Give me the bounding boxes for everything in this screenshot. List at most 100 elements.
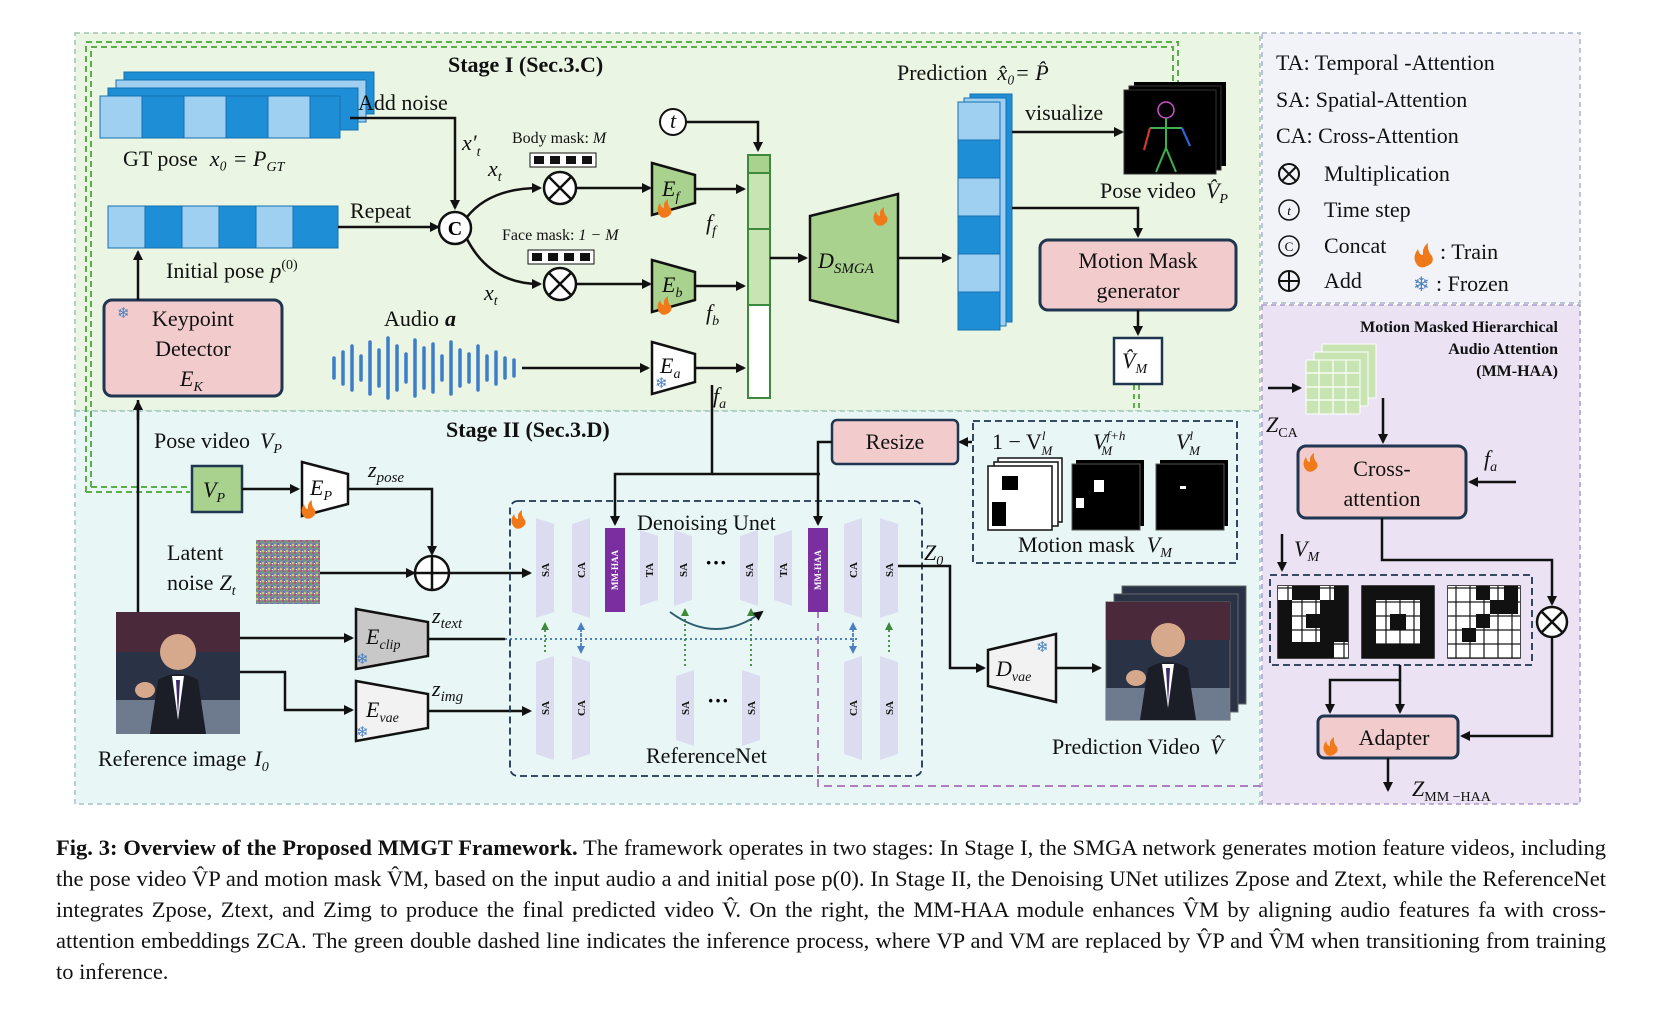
ep-fire-icon xyxy=(301,500,316,519)
legend-ca: CA: Cross-Attention xyxy=(1276,123,1459,148)
mask-grid-3 xyxy=(1447,585,1521,659)
unet-block-ta2-label: TA xyxy=(778,563,790,578)
legend-train: : Train xyxy=(1440,239,1498,264)
unet-block-sa3-label: SA xyxy=(744,563,756,577)
unet-container xyxy=(509,500,923,777)
concat-symbol: C xyxy=(448,218,462,240)
ztext-label: ztext xyxy=(431,603,463,632)
stage1-title: Stage I (Sec.3.C) xyxy=(448,52,603,77)
latent-noise-image xyxy=(256,540,320,604)
caption-body: The framework operates in two stages: In… xyxy=(56,835,1607,984)
eclip-label: Eclip xyxy=(365,624,400,653)
mmhaa-fa-label: fa xyxy=(1484,446,1497,475)
multiply-to-adapter-arrow xyxy=(1460,637,1554,741)
legend-frozen: : Frozen xyxy=(1436,271,1509,296)
unet-block-sa4 xyxy=(880,518,898,618)
mask-grid-1 xyxy=(1277,585,1349,659)
legend-timestep-icon xyxy=(1278,199,1300,221)
figure-caption: Fig. 3: Overview of the Proposed MMGT Fr… xyxy=(56,832,1606,987)
motion-mask-panel xyxy=(972,420,1238,564)
dvae-label: Dvae xyxy=(995,656,1031,685)
vm-hat-box xyxy=(1112,336,1164,386)
ref-block-sa4 xyxy=(880,656,898,760)
evae-encoder xyxy=(354,679,430,743)
keypoint-snowflake-icon: ❄ xyxy=(117,306,130,322)
vp-box xyxy=(190,464,244,514)
resize-label: Resize xyxy=(866,429,925,454)
add-symbol xyxy=(415,556,449,590)
fb-label: fb xyxy=(706,300,719,329)
mask-thumb-1 xyxy=(987,457,1063,531)
face-multiply-symbol xyxy=(548,272,572,296)
xt-upper-arrow xyxy=(466,183,542,218)
add-noise-label: Add noise xyxy=(358,90,448,115)
cross-line1: Cross- xyxy=(1353,456,1410,481)
unet-blocks: SA CA MM-HAA TA SA ··· SA TA MM-HAA CA S… xyxy=(536,518,898,618)
xt-upper-label: xt xyxy=(487,156,503,185)
eb-label: Eb xyxy=(661,272,682,301)
dvae-snowflake-icon: ❄ xyxy=(1036,640,1049,656)
prediction-stack xyxy=(957,93,1013,331)
timestep-symbol: t xyxy=(670,108,677,133)
eclip-snowflake-icon: ❄ xyxy=(356,652,369,668)
visualize-label: visualize xyxy=(1025,100,1103,125)
eb-fire-icon xyxy=(657,296,672,315)
xt-lower-label: xt xyxy=(483,280,499,309)
legend-sa: SA: Spatial-Attention xyxy=(1276,87,1467,112)
mmhaa-title-2: Audio Attention xyxy=(1448,341,1558,358)
ref-block-sa1 xyxy=(536,656,554,760)
unet-block-mmhaa2-label: MM-HAA xyxy=(813,550,823,590)
evae-label: Evae xyxy=(365,697,399,726)
legend-multiply-icon xyxy=(1278,163,1300,185)
zca-label: ZCA xyxy=(1266,412,1299,441)
legend: TA: Temporal -Attention SA: Spatial-Atte… xyxy=(1276,50,1509,296)
face-mask-film xyxy=(527,249,595,265)
unet-block-ca2 xyxy=(844,518,862,618)
unet-block-ca2-label: CA xyxy=(848,562,860,578)
ref-to-evae-arrow xyxy=(240,670,354,715)
ep-label: EP xyxy=(309,475,332,504)
ea-encoder xyxy=(650,340,697,396)
concat-node xyxy=(437,210,473,246)
keypoint-var: EK xyxy=(179,366,203,395)
adapter-label: Adapter xyxy=(1359,725,1431,750)
keypoint-line2: Detector xyxy=(155,336,231,361)
ef-label: Ef xyxy=(661,176,681,205)
audio-waveform xyxy=(332,336,516,400)
legend-ta: TA: Temporal -Attention xyxy=(1276,50,1495,75)
unet-block-ta1 xyxy=(640,530,658,606)
legend-timestep-glyph: t xyxy=(1287,203,1291,218)
stage2-title: Stage II (Sec.3.D) xyxy=(446,417,610,442)
initial-pose-row xyxy=(107,205,339,249)
ea-snowflake-icon: ❄ xyxy=(655,376,668,392)
dsmga-label: DSMGA xyxy=(817,248,875,277)
z0-label: Z0 xyxy=(924,540,943,569)
ea-label: Ea xyxy=(659,353,680,382)
mmg-line2: generator xyxy=(1096,278,1180,303)
cross-to-multiply-arrow xyxy=(1380,518,1557,606)
xt-prime-label: x′t xyxy=(461,130,482,160)
legend-mult: Multiplication xyxy=(1324,161,1450,186)
cross-fire-icon xyxy=(1303,453,1318,472)
face-mask-label: Face mask:1 − M xyxy=(502,227,620,244)
keypoint-line1: Keypoint xyxy=(152,306,234,331)
refnet-blocks: SA CA SA ··· SA CA SA xyxy=(536,656,898,760)
ref-block-sa3 xyxy=(742,670,760,746)
mmhaa-multiply-symbol xyxy=(1541,611,1563,633)
legend-concat-glyph: C xyxy=(1285,239,1294,254)
inference-line-inner xyxy=(90,46,1174,487)
dsmga-decoder xyxy=(808,192,900,324)
ep-encoder xyxy=(300,460,350,518)
legend-multiply-cross xyxy=(1281,166,1297,182)
body-mask-label: Body mask:M xyxy=(512,130,608,147)
pose-video-thumbnail xyxy=(1123,82,1226,175)
legend-fire-icon xyxy=(1414,243,1433,268)
body-multiply-symbol xyxy=(548,176,572,200)
caption-fig-label: Fig. 3: Overview of the Proposed MMGT Fr… xyxy=(56,835,578,860)
gt-pose-stack xyxy=(99,71,375,139)
